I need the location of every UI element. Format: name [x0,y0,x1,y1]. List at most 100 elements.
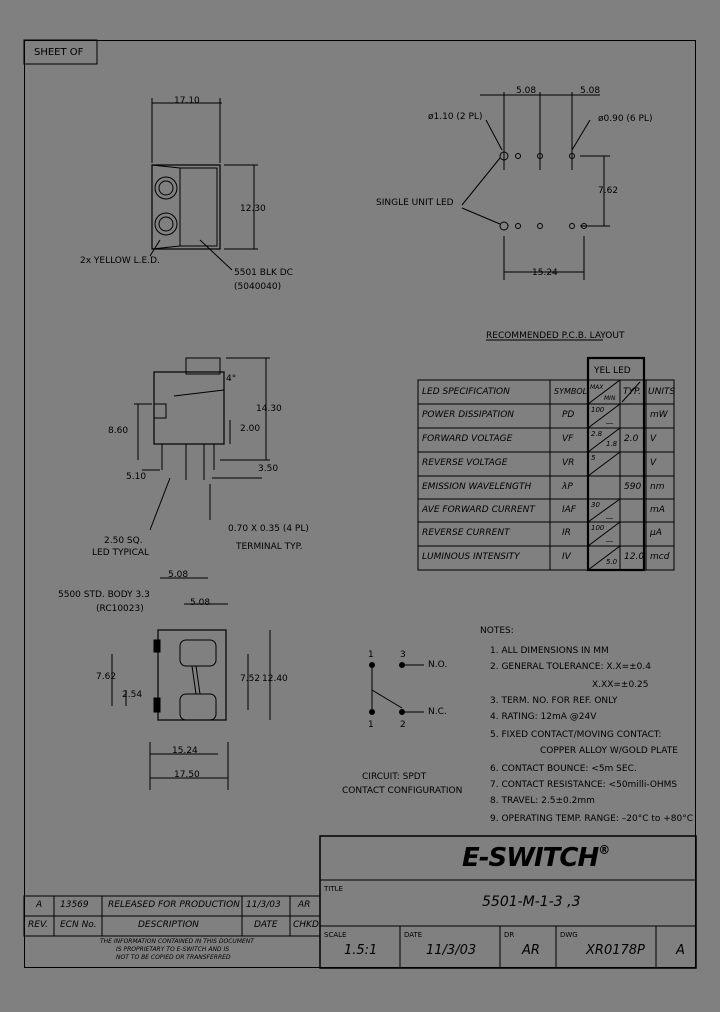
by-cell: AR [298,900,311,910]
bottom-d2: 5.08 [190,598,211,608]
desc-header: DESCRIPTION [138,920,199,930]
units-header: UNITS [648,387,676,397]
note-item: 1. ALL DIMENSIONS IN MM [490,646,609,656]
spec-symbol: IV [562,552,571,562]
yel-led-header: YEL LED [594,366,631,376]
note-item: COPPER ALLOY W/GOLD PLATE [540,746,678,756]
spec-units: nm [650,482,665,492]
ecn-cell: 13569 [60,900,89,910]
pcb-dim-right: 5.08 [580,86,601,96]
spec-max: 100 [591,524,605,532]
spec-units: mA [650,505,665,515]
spec-max: 30 [591,501,600,509]
notes-title: NOTES: [480,626,514,636]
spec-typ: 12.0 [624,552,645,562]
date-label: DATE [404,931,423,939]
side-h1: 14.30 [256,404,282,414]
spec-typ: 2.0 [624,434,639,444]
title-label: TITLE [324,885,343,893]
spec-max: 100 [591,406,605,414]
sheet-label: SHEET OF [34,47,84,58]
rev-cell: A [36,900,43,910]
desc-cell: RELEASED FOR PRODUCTION [108,900,240,910]
led-size: 2.50 SQ. [104,536,143,546]
spec-min: __ [606,534,613,542]
note-item: 4. RATING: 12mA @24V [490,712,597,722]
hole-large-label: ø1.10 (2 PL) [428,112,483,122]
spec-name: REVERSE CURRENT [422,528,510,538]
nc-label: N.C. [428,707,447,717]
disclaimer-2: IS PROPRIETARY TO E-SWITCH AND IS [116,946,230,953]
date-cell: 11/3/03 [246,900,281,910]
note-item: 5. FIXED CONTACT/MOVING CONTACT: [490,730,662,740]
spec-symbol: λP [562,482,573,492]
side-angle: 4° [226,374,237,384]
spec-units: mcd [650,552,670,562]
title-value: 5501-M-1-3 ,3 [482,894,581,910]
spec-symbol: IR [562,528,571,538]
rev-header: REV. [28,920,48,930]
terminal-typ: TERMINAL TYP. [236,542,303,552]
spec-name: EMISSION WAVELENGTH [422,482,532,492]
bottom-d4: 2.54 [122,690,143,700]
spec-name: POWER DISSIPATION [422,410,515,420]
spec-symbol: VF [562,434,574,444]
spec-min: 5.0 [606,558,618,566]
dr-label: DR [504,931,515,939]
side-w2: 3.50 [258,464,279,474]
top-height-dim: 12.30 [240,204,266,214]
top-width-dim: 17.10 [174,96,200,106]
led-typical: LED TYPICAL [92,548,150,558]
ecn-header: ECN No. [60,920,97,930]
spec-max: 2.8 [591,430,603,438]
date-header: DATE [254,920,278,930]
scale-value: 1.5:1 [344,943,378,958]
dr-value: AR [522,943,540,958]
note-item: 2. GENERAL TOLERANCE: X.X=±0.4 [490,662,651,672]
spec-header: LED SPECIFICATION [422,387,510,397]
typ-header: TYP. [623,387,642,397]
circuit-caption: CIRCUIT: SPDT [362,772,427,782]
e-switch-logo: E-SWITCH® [462,843,610,873]
bottom-d6: 12.40 [262,674,288,684]
disclaimer-1: THE INFORMATION CONTAINED IN THIS DOCUME… [100,938,254,945]
spec-units: V [650,458,657,468]
spec-name: REVERSE VOLTAGE [422,458,508,468]
side-h2: 8.60 [108,426,129,436]
pcb-pitch-v: 7.62 [598,186,619,196]
spec-symbol: VR [562,458,575,468]
note-item: 9. OPERATING TEMP. RANGE: –20°C to +80°C [490,814,694,824]
rev-value: A [676,943,685,958]
bottom-body-label: 5500 STD. BODY 3.3 [58,590,150,600]
spec-min: __ [606,416,613,424]
bottom-d1: 5.08 [168,570,189,580]
pcb-dim-left: 5.08 [516,86,537,96]
spec-min: 1.8 [606,440,618,448]
bottom-d3: 7.62 [96,672,117,682]
hole-small-label: ø0.90 (6 PL) [598,114,653,124]
bottom-body-part: (RC10023) [96,604,144,614]
pcb-layout-title: RECOMMENDED P.C.B. LAYOUT [486,331,625,341]
pin1-bottom: 1 [368,720,374,730]
pin1-top: 1 [368,650,374,660]
dwg-value: XR0178P [586,943,645,958]
bottom-w2: 17.50 [174,770,200,780]
spec-symbol: IAF [562,505,576,515]
spec-max: 5 [591,454,596,462]
symbol-header: SYMBOL [554,387,588,396]
note-item: 7. CONTACT RESISTANCE: <50milli-OHMS [490,780,678,790]
spec-typ: 590 [624,482,642,492]
spec-name: FORWARD VOLTAGE [422,434,513,444]
spec-min: __ [606,511,613,519]
note-item: 8. TRAVEL: 2.5±0.2mm [490,796,595,806]
spec-units: mW [650,410,668,420]
disclaimer-3: NOT TO BE COPIED OR TRANSFERRED [116,954,231,961]
body-part: (5040040) [234,282,282,292]
pin2: 2 [400,720,406,730]
spec-units: V [650,434,657,444]
max-header: MAX [590,384,604,391]
spec-symbol: PD [562,410,575,420]
note-item: X.XX=±0.25 [592,680,649,690]
side-h3: 2.00 [240,424,261,434]
